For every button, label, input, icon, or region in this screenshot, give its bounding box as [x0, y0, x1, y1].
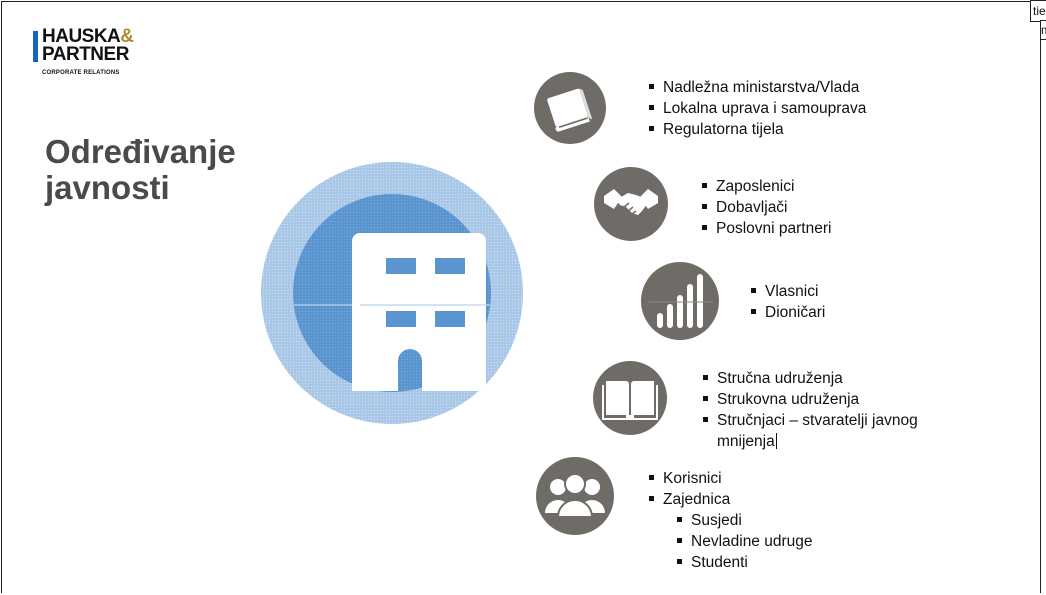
logo-wordmark: HAUSKA& PARTNER [42, 26, 182, 65]
list-item: Dobavljači [702, 197, 831, 218]
list-item: Zaposlenici [702, 176, 831, 197]
open-book-icon [593, 361, 667, 435]
corner-box-1: tie [1030, 0, 1046, 22]
list-item: Dioničari [751, 302, 825, 323]
list-subitem: Nevladine udruge [649, 531, 813, 552]
partners-list: Zaposlenici Dobavljači Poslovni partneri [702, 176, 831, 239]
list-item: Lokalna uprava i samouprava [649, 98, 866, 119]
organization-circle [261, 162, 523, 424]
list-item: Stručna udruženja [703, 368, 967, 389]
logo-tagline: CORPORATE RELATIONS [42, 70, 120, 76]
list-item: Nadležna ministarstva/Vlada [649, 77, 866, 98]
title-line2: javnosti [45, 169, 170, 206]
government-list: Nadležna ministarstva/Vlada Lokalna upra… [649, 77, 866, 140]
bar-chart-icon [641, 262, 719, 340]
people-icon [536, 457, 614, 535]
community-list: Korisnici Zajednica Susjedi Nevladine ud… [649, 468, 813, 573]
building-icon [352, 233, 490, 391]
logo-line1: HAUSKA [42, 26, 121, 47]
corner-box-2: m [1040, 20, 1046, 40]
title-line1: Određivanje [45, 133, 236, 170]
book-icon [534, 72, 606, 144]
list-item: Zajednica [649, 489, 813, 510]
handshake-icon [594, 167, 668, 241]
list-item: Korisnici [649, 468, 813, 489]
list-item: Regulatorna tijela [649, 119, 866, 140]
page-title: Određivanje javnosti [45, 134, 236, 206]
text-cursor [775, 433, 777, 449]
list-item-text: Stručnjaci – stvaratelji javnog mnijenja [717, 412, 918, 450]
list-item: Strukovna udruženja [703, 389, 967, 410]
logo-line2: PARTNER [42, 44, 129, 65]
logo-bar [33, 31, 38, 62]
list-subitem: Susjedi [649, 510, 813, 531]
owners-list: Vlasnici Dioničari [751, 281, 825, 323]
list-subitem: Studenti [649, 552, 813, 573]
list-item: Vlasnici [751, 281, 825, 302]
logo-ampersand: & [120, 26, 134, 47]
list-item: Poslovni partneri [702, 218, 831, 239]
list-item: Stručnjaci – stvaratelji javnog mnijenja [703, 410, 967, 452]
professional-list: Stručna udruženja Strukovna udruženja St… [703, 368, 967, 452]
